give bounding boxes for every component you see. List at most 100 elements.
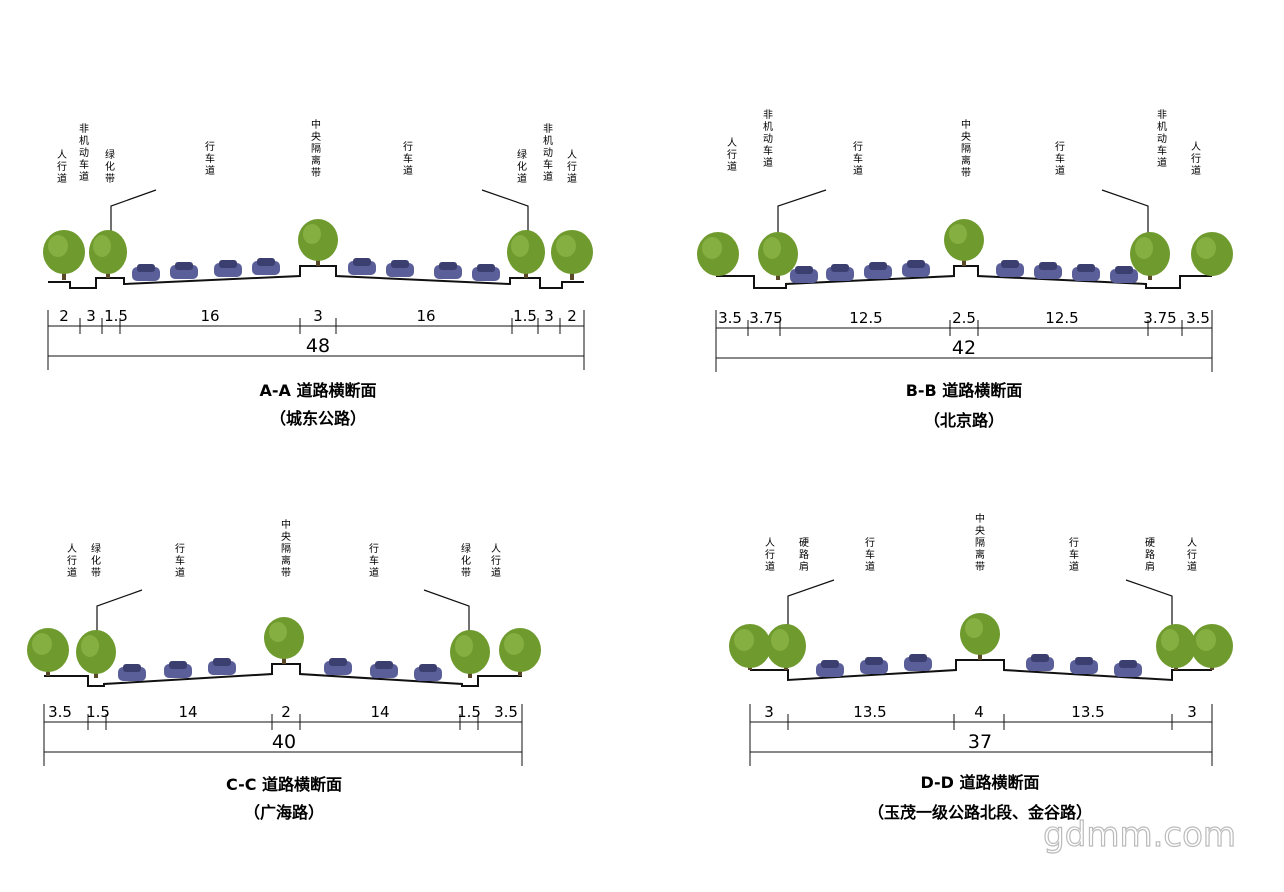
car-icon	[1070, 657, 1098, 674]
car-icon	[252, 258, 280, 275]
section-subtitle-dd: （玉茂一级公路北段、金谷路）	[868, 803, 1092, 822]
label-bb-5: 非机动车道	[1157, 109, 1167, 169]
car-icon	[414, 664, 442, 681]
label-bb-3: 中央隔离带	[961, 118, 971, 179]
tree-icon	[1130, 232, 1170, 280]
car-icon	[826, 264, 854, 281]
dimension-ticks	[749, 704, 1213, 766]
label-aa-5: 行车道	[403, 140, 413, 177]
dim-cc-2: 14	[178, 703, 197, 721]
label-aa-1: 非机动车道	[79, 123, 89, 183]
tree-icon	[551, 230, 593, 280]
dim-cc-3: 2	[281, 703, 291, 721]
label-aa-8: 人行道	[567, 149, 577, 185]
dim-dd-0: 3	[764, 703, 774, 721]
car-icon	[816, 660, 844, 677]
section-title-cc: C-C 道路横断面	[226, 775, 342, 794]
label-cc-5: 绿化带	[461, 542, 471, 579]
label-dd-2: 行车道	[865, 536, 875, 573]
car-icon	[370, 661, 398, 678]
dim-bb-0: 3.5	[718, 309, 742, 327]
dim-dd-4: 3	[1187, 703, 1197, 721]
label-bb-0: 人行道	[727, 137, 737, 173]
label-aa-2: 绿化带	[105, 148, 115, 185]
tree-icon	[960, 613, 1000, 660]
section-dd: 人行道 硬路肩 行车道 中央隔离带 行车道 硬路肩 人行道 3 13.5 4 1…	[729, 512, 1233, 822]
dim-cc-5: 1.5	[457, 703, 481, 721]
dim-bb-1: 3.75	[749, 309, 782, 327]
dim-dd-3: 13.5	[1071, 703, 1104, 721]
dim-aa-2: 1.5	[104, 307, 128, 325]
car-icon	[790, 266, 818, 283]
section-subtitle-bb: （北京路）	[924, 411, 1004, 430]
tree-icon	[43, 230, 85, 280]
dim-cc-4: 14	[370, 703, 389, 721]
road-profile	[48, 265, 584, 289]
total-width-cc: 40	[272, 731, 296, 753]
dimension-ticks	[43, 704, 523, 766]
dim-bb-4: 12.5	[1045, 309, 1078, 327]
dim-cc-6: 3.5	[494, 703, 518, 721]
tree-icon	[1156, 624, 1196, 670]
dim-dd-1: 13.5	[853, 703, 886, 721]
dim-aa-4: 3	[313, 307, 323, 325]
tree-icon	[1191, 232, 1233, 276]
dim-bb-2: 12.5	[849, 309, 882, 327]
label-aa-4: 中央隔离带	[311, 118, 321, 179]
tree-icon	[766, 624, 806, 670]
total-width-dd: 37	[968, 731, 992, 753]
section-aa: 人行道 非机动车道 绿化带 行车道 中央隔离带 行车道 绿化道 非机动车道 人行…	[43, 118, 593, 428]
label-cc-3: 中央隔离带	[281, 518, 291, 579]
dim-aa-1: 3	[86, 307, 96, 325]
car-icon	[1034, 262, 1062, 279]
dim-bb-3: 2.5	[952, 309, 976, 327]
label-aa-7: 非机动车道	[543, 123, 553, 183]
dim-dd-2: 4	[974, 703, 984, 721]
dim-aa-8: 2	[567, 307, 577, 325]
dim-aa-3: 16	[200, 307, 219, 325]
label-aa-0: 人行道	[57, 149, 67, 185]
car-icon	[864, 262, 892, 279]
label-aa-3: 行车道	[205, 140, 215, 177]
car-icon	[434, 262, 462, 279]
label-dd-6: 人行道	[1187, 537, 1197, 573]
road-profile	[44, 663, 522, 687]
tree-icon	[89, 230, 127, 278]
label-cc-6: 人行道	[491, 543, 501, 579]
tree-icon	[1191, 624, 1233, 670]
label-dd-4: 行车道	[1069, 536, 1079, 573]
tree-icon	[499, 628, 541, 676]
car-icon	[472, 264, 500, 281]
dim-bb-5: 3.75	[1143, 309, 1176, 327]
car-icon	[208, 658, 236, 675]
label-aa-6: 绿化道	[517, 148, 527, 185]
dim-cc-1: 1.5	[86, 703, 110, 721]
tree-icon	[697, 232, 739, 276]
label-bb-6: 人行道	[1191, 141, 1201, 177]
dim-cc-0: 3.5	[48, 703, 72, 721]
section-subtitle-cc: （广海路）	[244, 803, 324, 822]
car-icon	[324, 658, 352, 675]
car-icon	[214, 260, 242, 277]
label-dd-3: 中央隔离带	[975, 512, 985, 573]
car-icon	[902, 260, 930, 277]
car-icon	[132, 264, 160, 281]
tree-icon	[944, 219, 984, 266]
tree-icon	[507, 230, 545, 278]
section-title-dd: D-D 道路横断面	[920, 773, 1039, 792]
car-icon	[170, 262, 198, 279]
car-icon	[996, 260, 1024, 277]
tree-icon	[450, 630, 490, 678]
dim-aa-7: 3	[544, 307, 554, 325]
car-icon	[1114, 660, 1142, 677]
label-bb-1: 非机动车道	[763, 109, 773, 169]
dim-bb-6: 3.5	[1186, 309, 1210, 327]
dimension-ticks	[47, 310, 585, 370]
section-cc: 人行道 绿化带 行车道 中央隔离带 行车道 绿化带 人行道 3.5 1.5 14…	[27, 518, 541, 822]
tree-icon	[76, 630, 116, 678]
dim-aa-6: 1.5	[513, 307, 537, 325]
tree-icon	[27, 628, 69, 676]
car-icon	[1110, 266, 1138, 283]
